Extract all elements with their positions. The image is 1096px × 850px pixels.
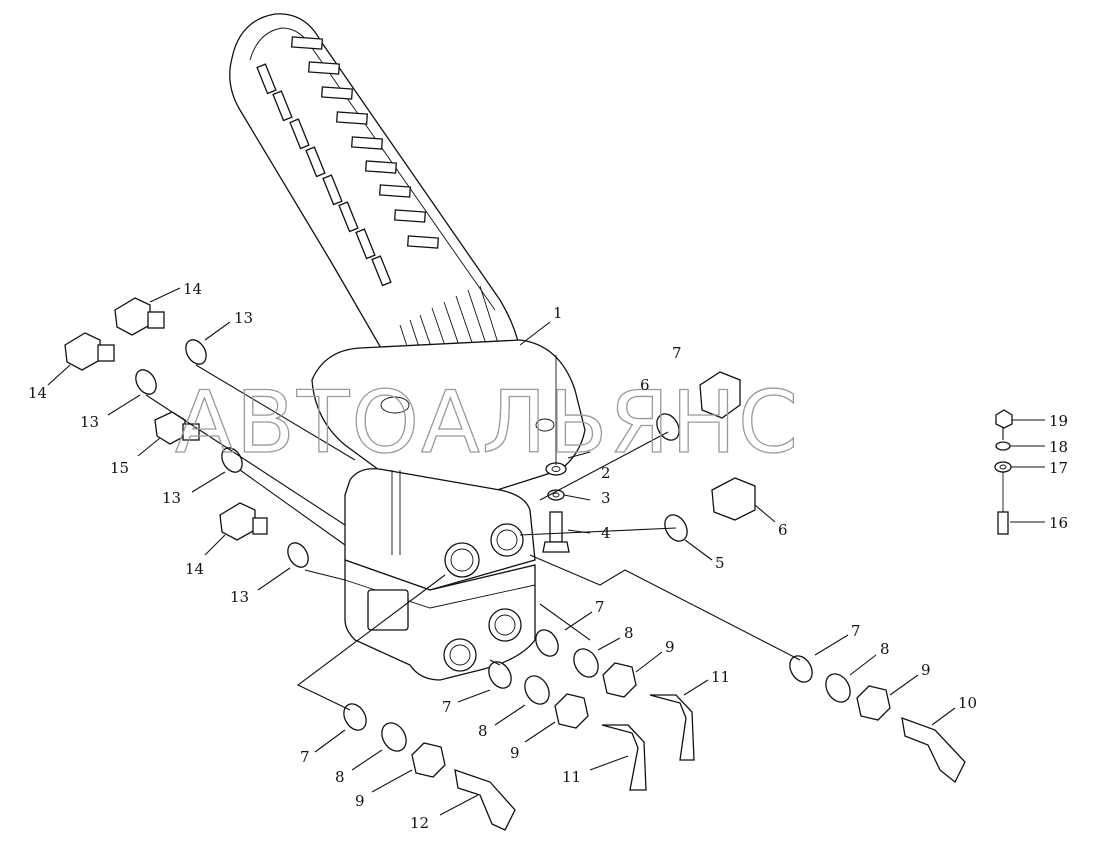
callout-14a: 14 [183,280,202,298]
callout-11b: 11 [562,768,581,786]
leader-lines [145,321,1004,711]
callout-7c: 7 [442,698,452,716]
callout-4: 4 [601,524,611,542]
callout-5: 5 [715,554,725,572]
callout-9a: 9 [665,638,675,656]
callout-6b: 6 [778,521,788,539]
callout-13a: 13 [234,309,253,327]
callout-13d: 13 [230,588,249,606]
watermark-text: АВТОАЛЬЯНС [175,373,800,473]
callout-2: 2 [601,464,611,482]
callout-14b: 14 [28,384,47,402]
callout-7d: 7 [300,748,310,766]
pedal-grip-pattern [256,36,440,287]
callout-7b: 7 [595,598,605,616]
callout-13b: 13 [80,413,99,431]
brake-valve-body [311,339,586,681]
callout-7e: 7 [851,622,861,640]
callout-8b: 8 [478,722,488,740]
callout-8a: 8 [624,624,634,642]
callout-12: 12 [410,814,429,832]
callout-8c: 8 [335,768,345,786]
callout-8d: 8 [880,640,890,658]
callout-3: 3 [601,489,611,507]
callout-16: 16 [1049,514,1068,532]
callout-9c: 9 [355,792,365,810]
callout-7a: 7 [672,344,682,362]
callout-14c: 14 [185,560,204,578]
callout-13c: 13 [162,489,181,507]
callout-11a: 11 [711,668,730,686]
callout-9d: 9 [921,661,931,679]
callout-labels: 1 2 3 4 5 6 6 7 7 7 7 7 8 8 8 8 9 9 9 9 [28,280,1068,832]
callout-6a: 6 [640,376,650,394]
callout-15: 15 [110,459,129,477]
fittings [64,297,1013,831]
callout-10: 10 [958,694,977,712]
callout-9b: 9 [510,744,520,762]
callout-19: 19 [1049,412,1068,430]
callout-17: 17 [1049,459,1068,477]
callout-18: 18 [1049,438,1068,456]
callout-1: 1 [553,304,563,322]
